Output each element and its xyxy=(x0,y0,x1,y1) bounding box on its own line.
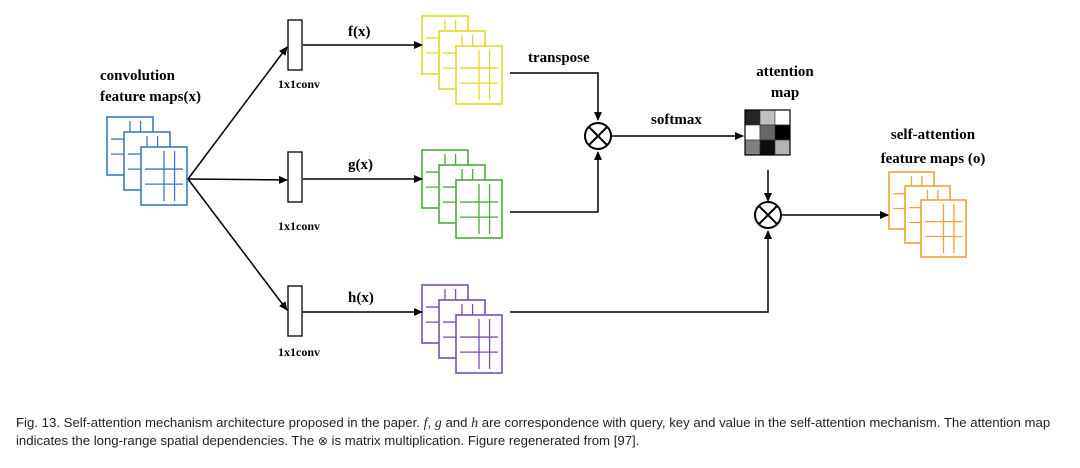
caption-h-symbol: h xyxy=(471,416,479,431)
conv-block-h xyxy=(287,285,303,337)
attention-label-line2: map xyxy=(771,85,799,101)
attention-cell xyxy=(774,139,791,156)
caption-middle: are correspondence with query, key and v… xyxy=(16,415,1051,448)
arrow-f-transpose xyxy=(510,72,602,121)
caption-f-symbol: f xyxy=(423,416,428,431)
attention-cell xyxy=(759,139,776,156)
feature-map-sheet xyxy=(920,199,967,258)
input-feature-maps xyxy=(106,116,188,206)
attention-map-matrix xyxy=(744,109,791,156)
feature-map-sheet xyxy=(455,314,503,374)
attention-cell xyxy=(774,124,791,141)
g-label: g(x) xyxy=(348,157,373,173)
feature-map-sheet xyxy=(140,146,188,206)
output-feature-maps xyxy=(888,171,967,258)
attention-cell xyxy=(744,139,761,156)
softmax-label: softmax xyxy=(651,112,702,128)
conv-label-g: 1x1conv xyxy=(278,219,320,233)
conv-block-f xyxy=(287,19,303,71)
attention-cell xyxy=(759,124,776,141)
conv-label-f: 1x1conv xyxy=(278,77,320,91)
figure-caption: Fig. 13. Self-attention mechanism archit… xyxy=(16,414,1072,450)
h-feature-maps xyxy=(421,284,503,374)
multiply-operator-1 xyxy=(584,122,612,150)
caption-and: and xyxy=(441,415,472,430)
h-label: h(x) xyxy=(348,290,374,306)
f-label: f(x) xyxy=(348,24,371,40)
attention-cell xyxy=(774,109,791,126)
arrow-h-to-multiply xyxy=(510,230,772,313)
caption-otimes-symbol: ⊗ xyxy=(317,434,328,448)
arrow-input-to-g xyxy=(187,175,288,184)
attention-cell xyxy=(744,109,761,126)
caption-suffix: is matrix multiplication. Figure regener… xyxy=(327,433,640,448)
output-label-line2: feature maps (o) xyxy=(881,151,986,167)
input-label-line2: feature maps(x) xyxy=(100,89,201,105)
feature-map-sheet xyxy=(455,45,503,105)
conv-label-h: 1x1conv xyxy=(278,345,320,359)
multiply-operator-2 xyxy=(754,201,782,229)
input-label-line1: convolution xyxy=(100,68,176,84)
f-feature-maps xyxy=(421,15,503,105)
attention-label-line1: attention xyxy=(756,64,814,80)
caption-g-symbol: g xyxy=(434,416,442,431)
arrow-g-to-multiply xyxy=(510,151,602,213)
feature-map-sheet xyxy=(455,179,503,239)
output-label-line1: self-attention xyxy=(891,127,976,143)
caption-prefix: Fig. 13. Self-attention mechanism archit… xyxy=(16,415,424,430)
arrow-input-to-h xyxy=(187,178,288,311)
g-feature-maps xyxy=(421,149,503,239)
attention-cell xyxy=(759,109,776,126)
transpose-label: transpose xyxy=(528,50,590,66)
caption-sep: , xyxy=(427,415,435,430)
attention-cell xyxy=(744,124,761,141)
conv-block-g xyxy=(287,151,303,203)
arrow-input-to-f xyxy=(187,46,288,180)
